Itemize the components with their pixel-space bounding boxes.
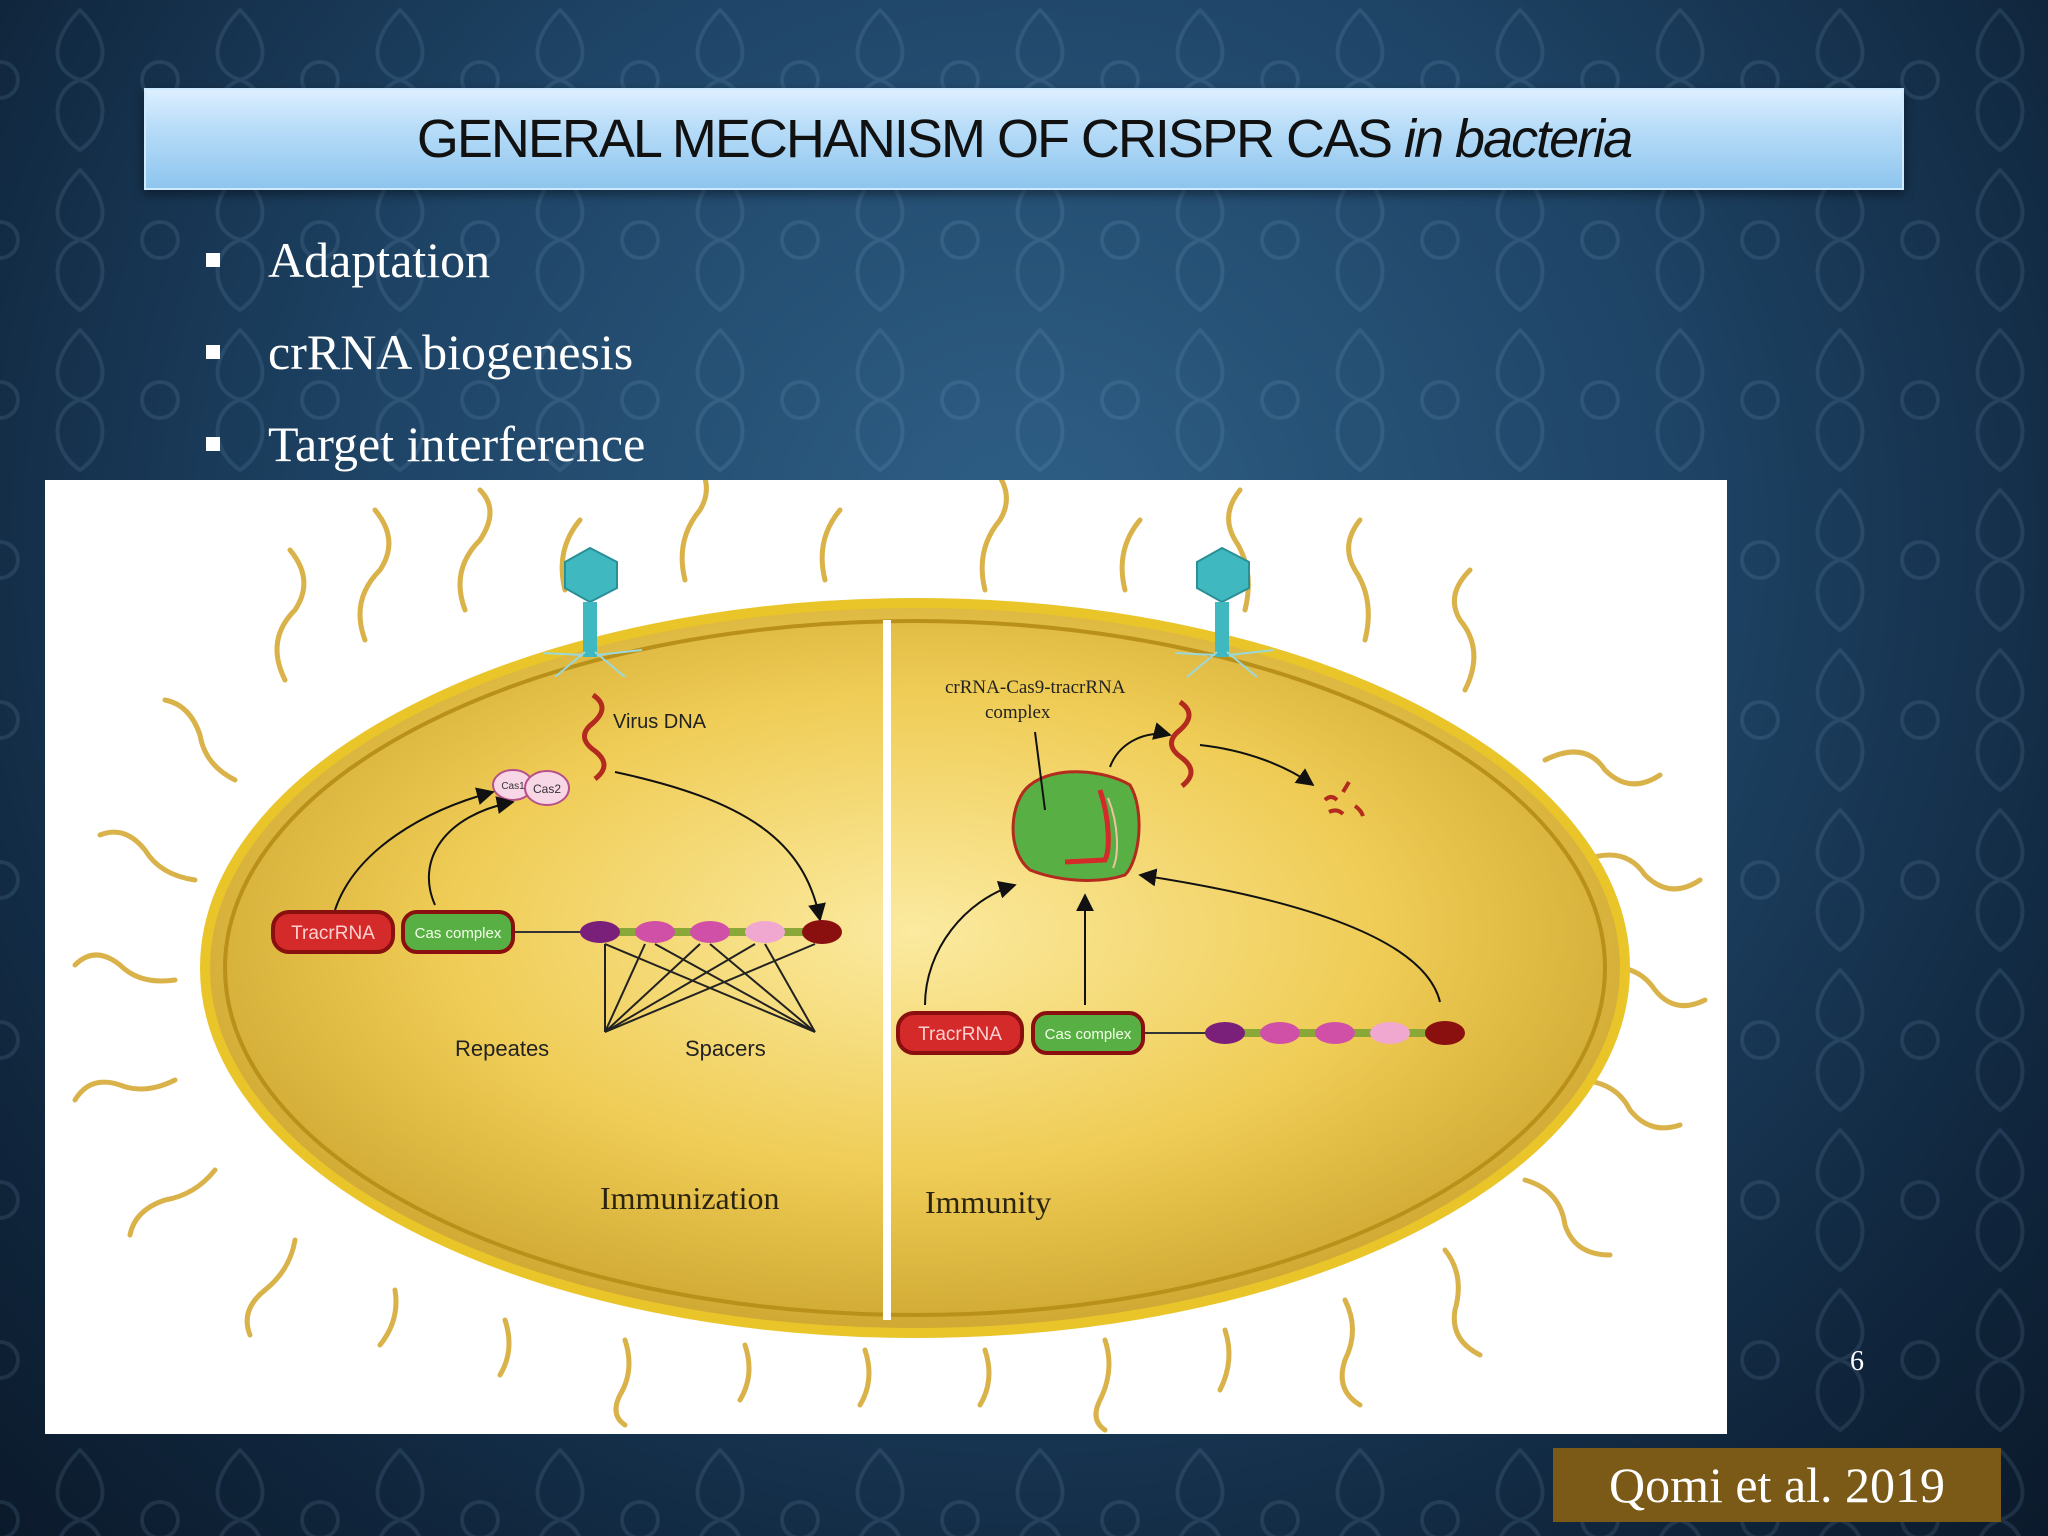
- citation-badge: Qomi et al. 2019: [1553, 1448, 2001, 1522]
- bullet-list: Adaptation crRNA biogenesis Target inter…: [200, 214, 645, 490]
- repeats-label: Repeates: [455, 1036, 549, 1061]
- complex-label-line2: complex: [985, 702, 1051, 723]
- virus-dna-strand: [582, 692, 607, 781]
- tracrrna-label: TracrRNA: [918, 1024, 1002, 1045]
- virus-dna-strand: [1169, 699, 1194, 788]
- crispr-locus-right: TracrRNA Cas complex: [896, 1011, 1465, 1055]
- repeats-spacers-lines: [604, 943, 816, 1033]
- flagella: [72, 480, 1708, 1433]
- title-italic: in bacteria: [1404, 109, 1633, 169]
- page-title: GENERAL MECHANISM OF CRISPR CAS in bacte…: [416, 109, 1633, 169]
- phage-icon: [1174, 546, 1275, 678]
- cas1-label: Cas1: [501, 781, 525, 792]
- immunization-label: Immunization: [600, 1180, 780, 1216]
- crispr-diagram-svg: Virus DNA Cas1 Cas2 TracrRNA Cas complex: [72, 480, 1708, 1433]
- title-bar: GENERAL MECHANISM OF CRISPR CAS in bacte…: [144, 88, 1904, 190]
- complex-label-line1: crRNA-Cas9-tracrRNA: [945, 677, 1126, 698]
- cas-complex-label: Cas complex: [415, 925, 502, 942]
- bacterial-cell: [200, 598, 1630, 1338]
- cas9-complex: [1011, 770, 1141, 882]
- bullet-square-icon: [206, 437, 220, 451]
- virus-dna-label: Virus DNA: [613, 711, 707, 733]
- bullet-text: Adaptation: [268, 232, 491, 288]
- bullet-square-icon: [206, 253, 220, 267]
- bullet-text: Target interference: [268, 416, 646, 472]
- crispr-locus-left: TracrRNA Cas complex: [271, 910, 842, 954]
- bullet-item: crRNA biogenesis: [200, 306, 645, 398]
- cas1-cas2-proteins: Cas1 Cas2: [492, 769, 570, 806]
- cell-divider: [883, 620, 891, 1320]
- cas2-label: Cas2: [533, 782, 561, 796]
- bullet-text: crRNA biogenesis: [268, 324, 634, 380]
- bullet-square-icon: [206, 345, 220, 359]
- cleaved-dna-fragments: [1323, 780, 1365, 817]
- bullet-item: Adaptation: [200, 214, 645, 306]
- immunity-label: Immunity: [925, 1184, 1051, 1220]
- cas-complex-label: Cas complex: [1045, 1026, 1132, 1043]
- spacers-label: Spacers: [685, 1036, 766, 1061]
- bullet-item: Target interference: [200, 398, 645, 490]
- crispr-diagram: Virus DNA Cas1 Cas2 TracrRNA Cas complex: [45, 480, 1727, 1434]
- page-number: 6: [1850, 1346, 1864, 1377]
- tracrrna-label: TracrRNA: [291, 923, 375, 944]
- phage-icon: [542, 546, 643, 678]
